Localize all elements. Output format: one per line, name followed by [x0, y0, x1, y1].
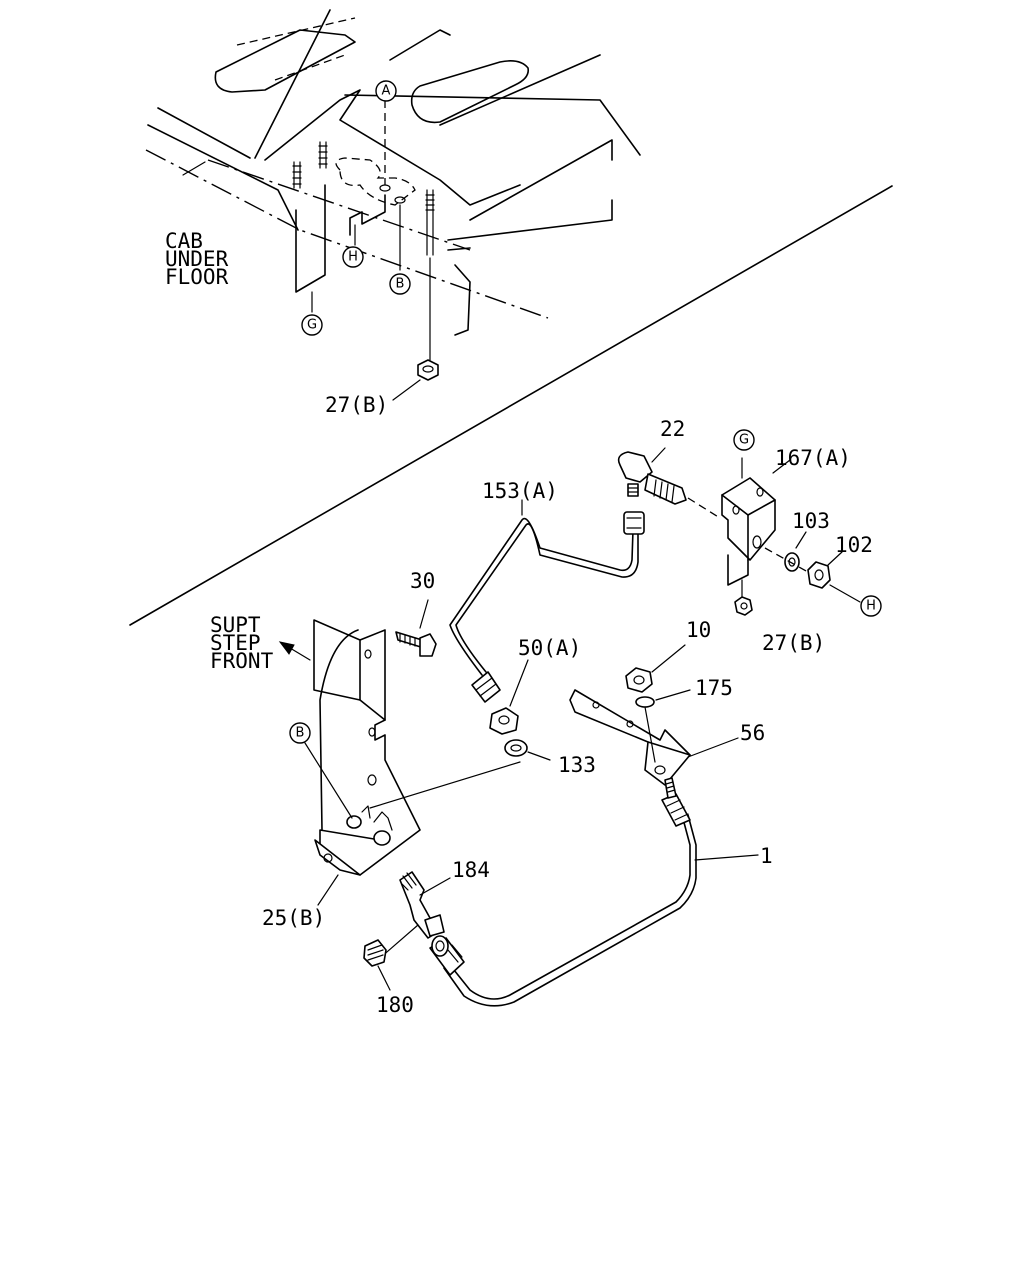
- label-103: 103: [792, 509, 830, 533]
- fitting-153a-top: [623, 511, 645, 535]
- stud-bolt-left: [292, 141, 435, 256]
- label-1: 1: [760, 844, 773, 868]
- hose-1-fitting-bottom: [429, 935, 465, 976]
- ref-h-lower: H: [866, 599, 876, 614]
- label-184: 184: [452, 858, 490, 882]
- hose-1-fitting-top: [661, 777, 691, 827]
- ref-g-upper: G: [307, 318, 317, 333]
- label-22: 22: [660, 417, 685, 441]
- nut-102: [807, 561, 831, 589]
- cab-under-floor-label-3: FLOOR: [165, 265, 229, 289]
- cab-under-floor-label-2: UNDER: [165, 247, 229, 271]
- bolt-30: [395, 631, 437, 657]
- washer-133: [504, 739, 528, 757]
- label-153a: 153(A): [482, 479, 558, 503]
- label-27b-upper: 27(B): [325, 393, 388, 417]
- view-divider-line: [129, 185, 893, 626]
- washer-103: [784, 552, 800, 572]
- supt-step-front-label-2: STEP: [210, 631, 261, 655]
- union-50a: [489, 707, 519, 735]
- label-175: 175: [695, 676, 733, 700]
- nut-10: [625, 667, 653, 693]
- label-10: 10: [686, 618, 711, 642]
- label-25b: 25(B): [262, 906, 325, 930]
- connector-22: [617, 451, 687, 505]
- bracket-56: [569, 689, 691, 786]
- ref-h-upper: H: [348, 250, 358, 265]
- label-133: 133: [558, 753, 596, 777]
- ref-b-lower: B: [296, 726, 305, 741]
- fitting-153a-bottom: [471, 671, 501, 703]
- bracket-167a: [721, 457, 776, 601]
- washer-175: [635, 696, 655, 708]
- label-180: 180: [376, 993, 414, 1017]
- label-27b-lower: 27(B): [762, 631, 825, 655]
- supt-step-front-label-1: SUPT: [210, 613, 261, 637]
- nut-27b-upper: [417, 359, 439, 381]
- bracket-g-upper: [295, 184, 326, 293]
- ref-g-lower: G: [739, 433, 749, 448]
- front-arrow: [289, 647, 311, 661]
- label-167a: 167(A): [775, 446, 851, 470]
- nut-27b-lower: [734, 596, 753, 616]
- tee-184: [399, 871, 445, 939]
- brake-pipe-assembly-view: G H B SUPT STEP FRONT 22 167(A) 153(A) 1…: [210, 417, 882, 1017]
- label-102: 102: [835, 533, 873, 557]
- hose-1: [449, 814, 691, 1000]
- bracket-h-upper: [349, 194, 386, 236]
- supt-step-front-label-3: FRONT: [210, 649, 274, 673]
- cab-under-floor-view: CAB UNDER FLOOR 27(B) A H B G: [145, 9, 641, 417]
- cab-under-floor-label-1: CAB: [165, 229, 203, 253]
- plug-180: [363, 939, 387, 967]
- supt-step-front-bracket: [313, 619, 421, 876]
- label-30: 30: [410, 569, 435, 593]
- label-56: 56: [740, 721, 765, 745]
- ref-b-upper: B: [396, 277, 405, 292]
- label-50a: 50(A): [518, 636, 581, 660]
- ref-a-upper: A: [382, 84, 391, 99]
